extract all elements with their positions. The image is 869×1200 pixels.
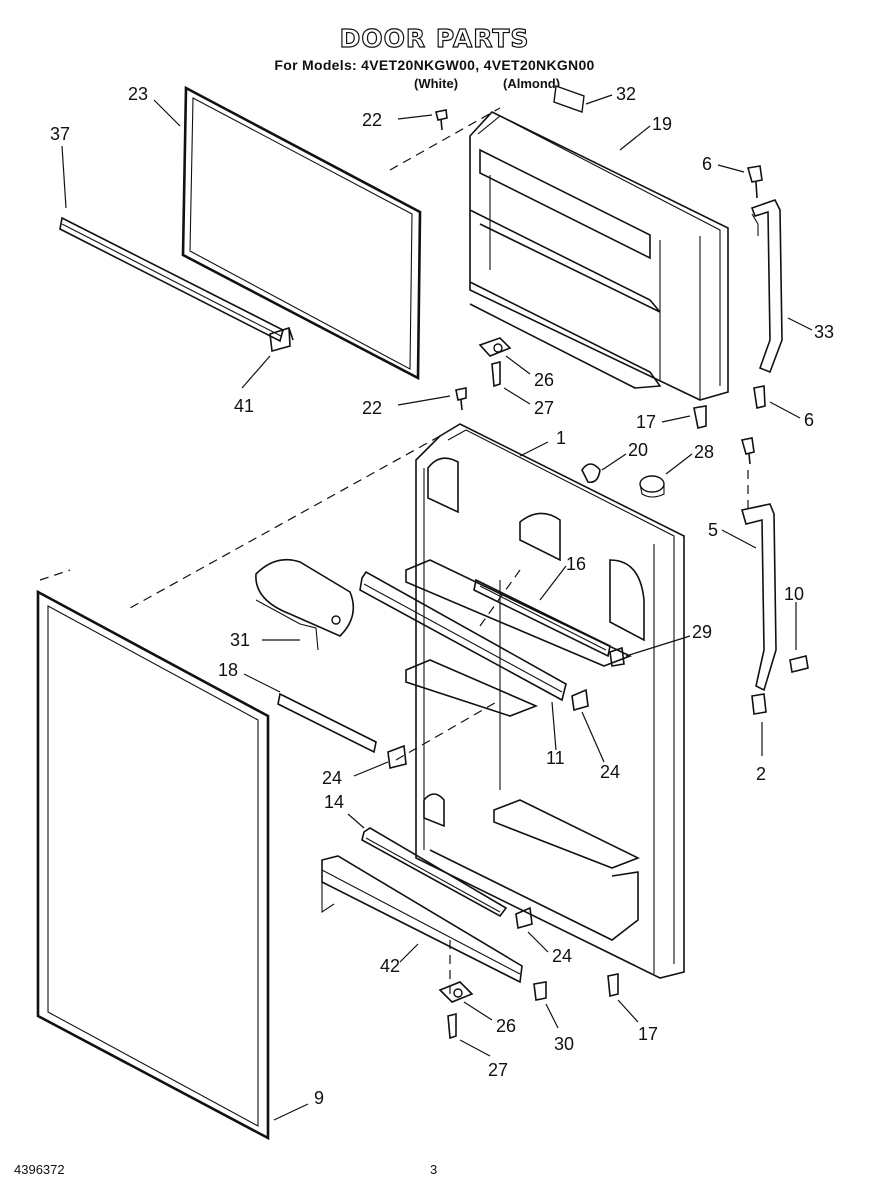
callout-30: 30 — [554, 1034, 574, 1054]
callout-17-upper: 17 — [636, 412, 656, 432]
callout-9: 9 — [314, 1088, 324, 1108]
screw-27-lower — [447, 1012, 457, 1040]
clip-24-right — [571, 688, 589, 712]
assembly-line-door-bottom — [39, 569, 71, 581]
variant-white: (White) — [414, 76, 459, 91]
variant-almond: (Almond) — [503, 76, 561, 91]
callout-11: 11 — [546, 748, 565, 768]
clip-24-bottom — [515, 906, 533, 930]
screw-22-upper — [435, 109, 448, 131]
freezer-door-liner — [469, 111, 729, 401]
hinge-26-upper — [478, 337, 512, 357]
screw-17-upper — [693, 405, 707, 429]
assembly-line-rail — [479, 569, 521, 627]
document-part-number: 4396372 — [14, 1162, 65, 1177]
fresh-food-handle-5 — [740, 503, 777, 692]
callout-32: 32 — [616, 84, 636, 104]
callout-20: 20 — [628, 440, 648, 460]
freezer-door-gasket — [181, 85, 422, 381]
page-title: DOOR PARTS — [339, 23, 530, 53]
screw-22-lower — [455, 387, 467, 411]
callout-24-right: 24 — [600, 762, 620, 782]
callout-31: 31 — [230, 630, 250, 650]
shelf-rail-18 — [277, 692, 377, 754]
callout-33: 33 — [814, 322, 834, 342]
rating-label-32 — [553, 85, 585, 113]
callout-10: 10 — [784, 584, 804, 604]
freezer-shelf-rail — [59, 216, 284, 343]
hinge-26-lower — [438, 981, 474, 1003]
freezer-handle-33 — [750, 199, 783, 374]
shelf-clip-41 — [269, 326, 294, 353]
callout-22-upper: 22 — [362, 110, 382, 130]
model-numbers: For Models: 4VET20NKGW00, 4VET20NKGN00 — [274, 57, 595, 73]
callout-6-lower: 6 — [804, 410, 814, 430]
callout-labels: 23 37 41 22 32 19 6 33 26 27 22 17 6 1 2… — [50, 84, 834, 1108]
clip-30 — [533, 981, 547, 1001]
shelf-retainer-16 — [473, 578, 611, 658]
assembly-line-door-top — [129, 435, 441, 609]
screw-10 — [789, 655, 809, 673]
page-number: 3 — [430, 1162, 438, 1177]
callout-27-upper: 27 — [534, 398, 554, 418]
callout-29: 29 — [692, 622, 712, 642]
assembly-line-freezer — [389, 107, 501, 171]
shelf-rail-42 — [321, 855, 523, 984]
screw-17-lower — [607, 973, 619, 998]
callout-26-lower: 26 — [496, 1016, 516, 1036]
callout-18: 18 — [218, 660, 238, 680]
cap-2 — [751, 693, 767, 715]
callout-42: 42 — [380, 956, 400, 976]
plug-20 — [581, 463, 601, 484]
screw-27-upper — [491, 360, 501, 388]
callout-1: 1 — [556, 428, 566, 448]
callout-26-upper: 26 — [534, 370, 554, 390]
fresh-food-door-liner — [405, 423, 685, 979]
shelf-rail-11 — [359, 570, 567, 702]
callout-14: 14 — [324, 792, 344, 812]
assembly-line-clip — [395, 699, 501, 761]
plug-28 — [639, 475, 665, 493]
callout-16: 16 — [566, 554, 586, 574]
callout-22-lower: 22 — [362, 398, 382, 418]
screw-6-upper — [746, 165, 763, 199]
callout-6-upper: 6 — [702, 154, 712, 174]
fresh-food-door-gasket — [36, 589, 270, 1141]
clip-24-left — [387, 744, 407, 769]
screw-6-lower — [753, 385, 766, 409]
callout-19: 19 — [652, 114, 672, 134]
callout-24-left: 24 — [322, 768, 342, 788]
shelf-rail-14 — [361, 827, 508, 918]
callout-28: 28 — [694, 442, 714, 462]
callout-23: 23 — [128, 84, 148, 104]
screw-6-middle — [740, 437, 755, 465]
callout-17-lower: 17 — [638, 1024, 658, 1044]
callout-24-bottom: 24 — [552, 946, 572, 966]
butter-compartment-31 — [255, 558, 355, 651]
clip-29 — [609, 646, 625, 667]
leader-lines — [61, 94, 813, 1121]
callout-5: 5 — [708, 520, 718, 540]
callout-37: 37 — [50, 124, 70, 144]
callout-41: 41 — [234, 396, 254, 416]
callout-27-lower: 27 — [488, 1060, 508, 1080]
callout-2: 2 — [756, 764, 766, 784]
